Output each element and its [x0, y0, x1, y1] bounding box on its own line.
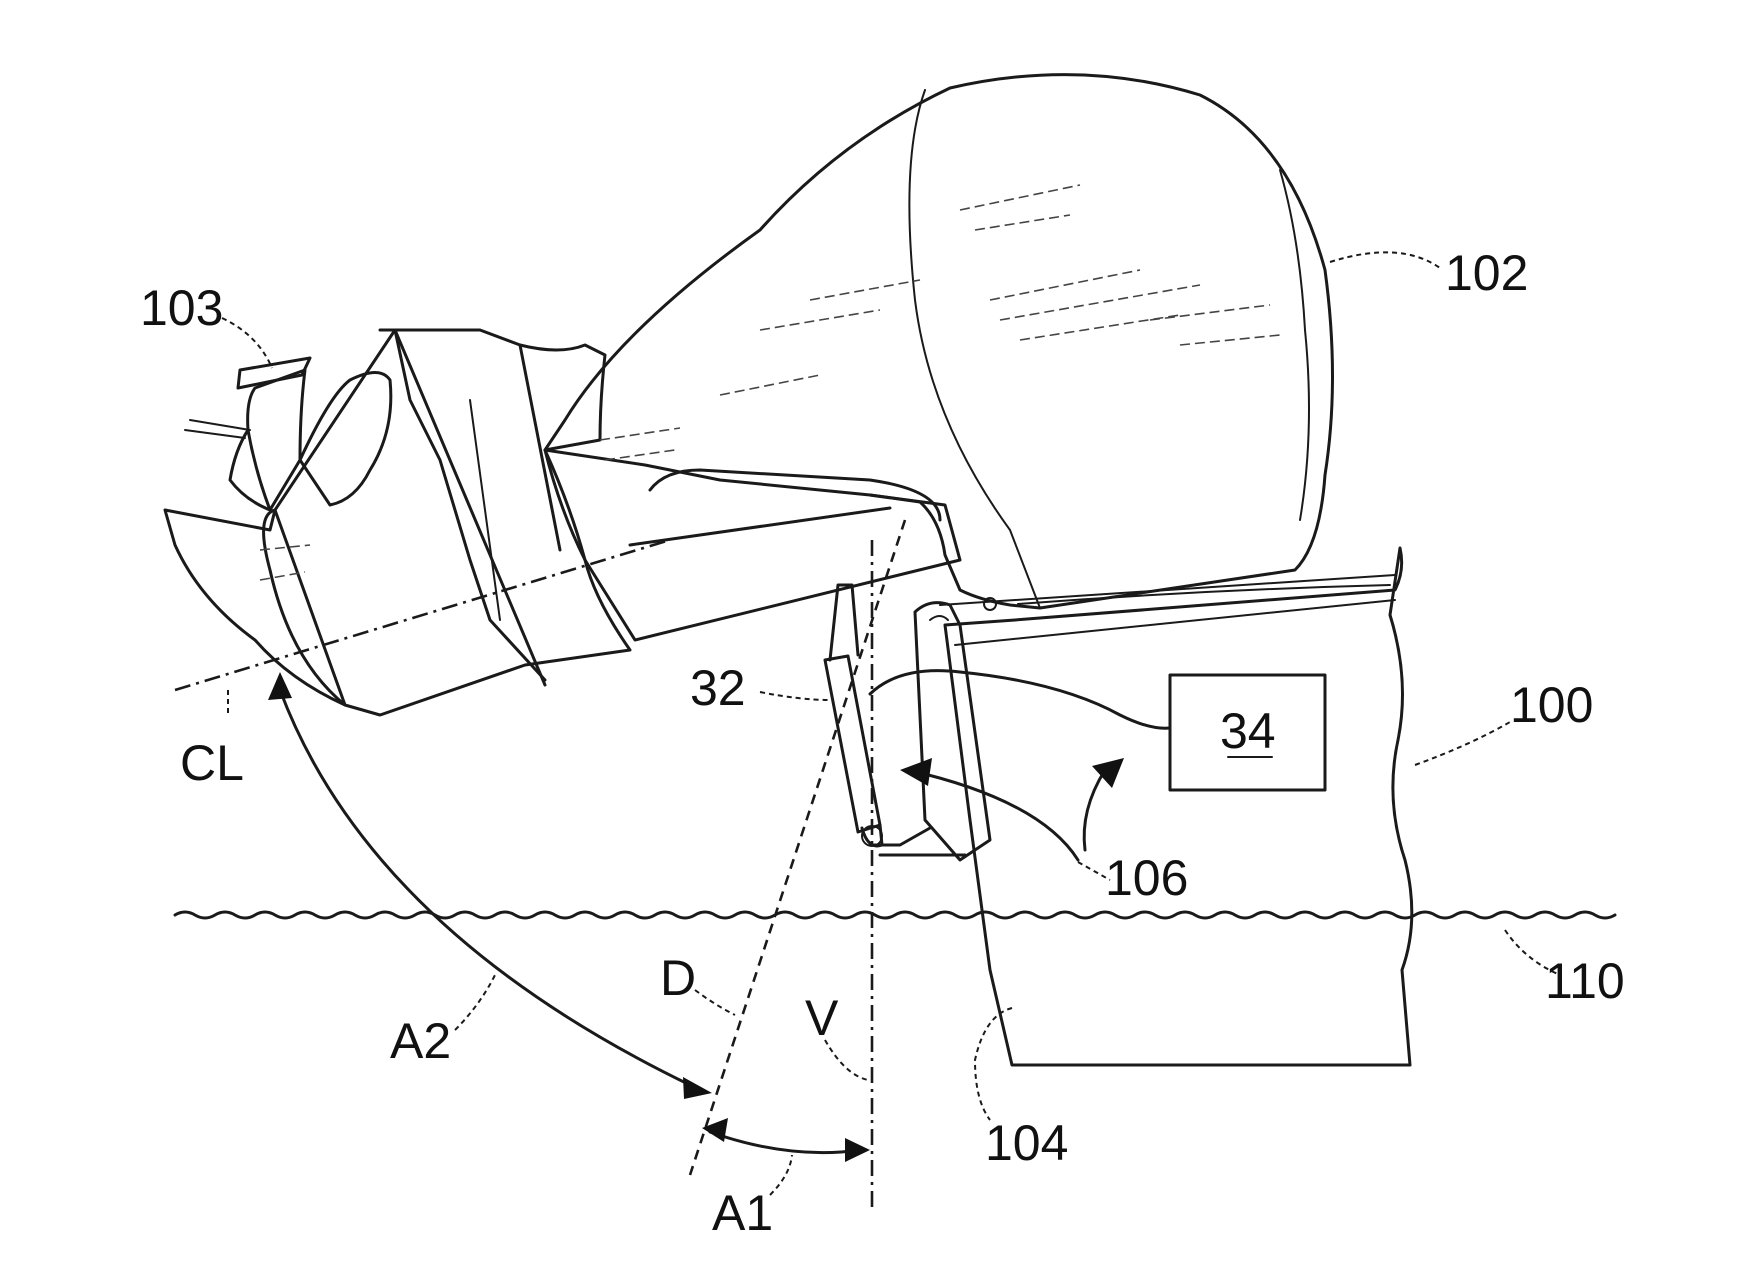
leader-a2 — [455, 975, 495, 1030]
label-d: D — [660, 950, 696, 1006]
label-v: V — [805, 990, 839, 1046]
leader-d — [695, 990, 735, 1015]
angle-a2-arrowhead-top — [268, 672, 292, 700]
water-line — [175, 912, 1615, 918]
leader-v — [825, 1040, 868, 1080]
leader-103 — [222, 318, 272, 368]
arc-106-arrowhead-left — [900, 758, 932, 786]
leader-a1 — [770, 1155, 792, 1195]
leader-32 — [760, 692, 830, 700]
label-100: 100 — [1510, 677, 1593, 733]
angle-a1-arc — [710, 1132, 860, 1153]
label-a2: A2 — [390, 1013, 451, 1069]
label-103: 103 — [140, 280, 223, 336]
label-106: 106 — [1105, 850, 1188, 906]
leader-102 — [1330, 252, 1440, 268]
label-110: 110 — [1545, 953, 1625, 1009]
leader-100 — [1415, 722, 1510, 765]
angle-a2-arrowhead-bottom — [683, 1077, 712, 1099]
outboard-motor — [165, 75, 1333, 715]
angle-a1-arrowhead-left — [702, 1118, 728, 1142]
label-32: 32 — [690, 660, 746, 716]
tilt-sensor — [825, 585, 882, 846]
transom-bracket — [870, 598, 996, 860]
label-102: 102 — [1445, 245, 1528, 301]
sensor-cable — [870, 671, 1170, 729]
boat-hull — [940, 548, 1412, 1065]
label-34: 34 — [1220, 703, 1276, 759]
centerline-cl — [175, 540, 670, 690]
label-a1: A1 — [712, 1185, 773, 1241]
leader-104 — [975, 1008, 1012, 1120]
angle-a2-arc — [280, 690, 690, 1085]
label-cl: CL — [180, 735, 244, 791]
label-104: 104 — [985, 1115, 1068, 1171]
tilt-range-arc-106b — [1084, 770, 1105, 850]
angle-a1-arrowhead-right — [845, 1138, 870, 1162]
tilt-range-arc-106 — [908, 770, 1078, 860]
